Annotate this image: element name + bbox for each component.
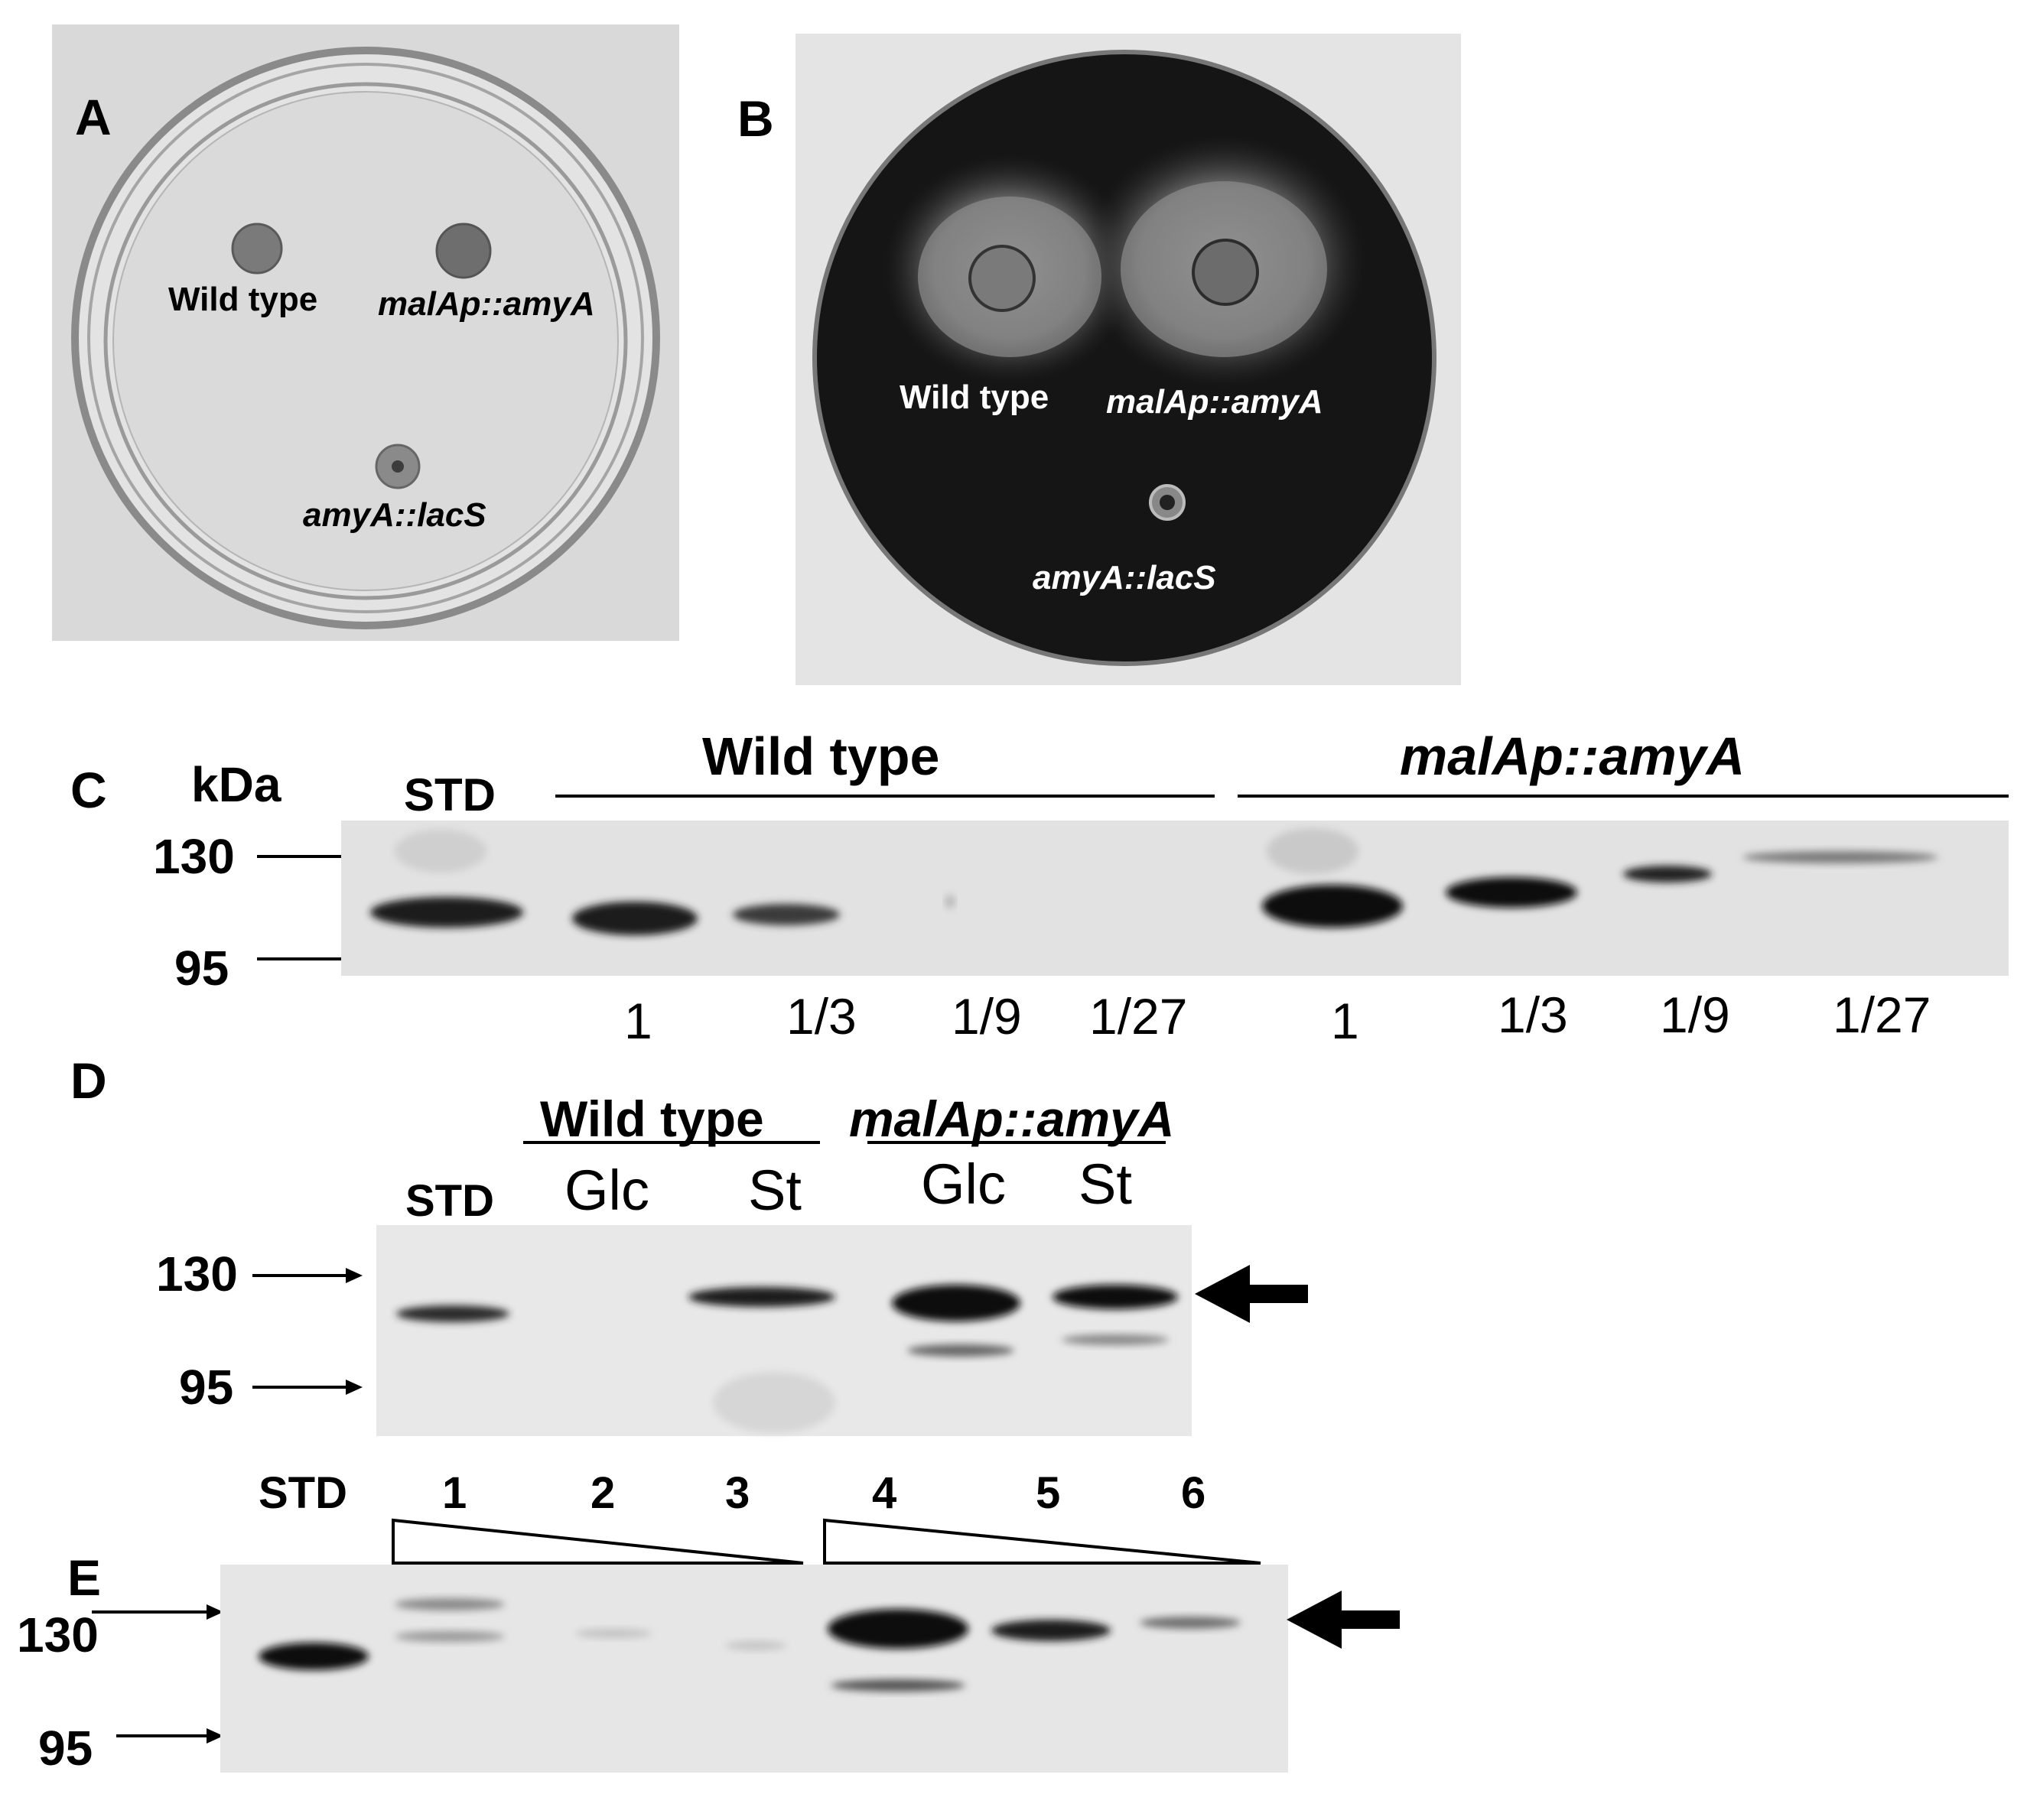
band-lane-4-e <box>828 1609 968 1649</box>
panel-letter-b: B <box>737 90 774 147</box>
lane-5-e: 5 <box>1036 1468 1061 1518</box>
lane-6-e: 6 <box>1181 1468 1206 1518</box>
std-label-d: STD <box>405 1176 494 1226</box>
dilution-wt-1-27: 1/27 <box>1089 988 1188 1045</box>
marker-95-d: 95 <box>179 1360 234 1415</box>
band-wt-1 <box>572 902 698 935</box>
blot-c <box>341 821 2009 976</box>
marker-arrows-d <box>252 1268 363 1395</box>
colony-malap-a <box>435 223 492 279</box>
band-lane-5-e <box>991 1620 1111 1641</box>
band-std-d <box>396 1305 509 1322</box>
dilution-wt-1-9: 1/9 <box>952 988 1022 1045</box>
panel-a: A Wild type malAp::amyA amyA::lacS <box>52 24 679 641</box>
std-label-e: STD <box>259 1468 347 1518</box>
group-wild-type-c: Wild type <box>702 726 940 786</box>
band-mal-1-27 <box>1742 851 1938 863</box>
condition-wt-st: St <box>748 1159 802 1222</box>
condition-mal-st: St <box>1079 1152 1132 1216</box>
group-lines-c <box>555 795 2009 798</box>
band-mal-st-d <box>1053 1285 1178 1309</box>
colony-malap-b <box>1192 239 1259 306</box>
band-lane-3-e <box>725 1641 786 1650</box>
lane-3-e: 3 <box>725 1468 750 1518</box>
lane-4-e: 4 <box>872 1468 897 1518</box>
panel-letter-d: D <box>70 1052 107 1109</box>
condition-wt-glc: Glc <box>565 1159 649 1222</box>
group-wild-type-d: Wild type <box>540 1090 764 1147</box>
band-wt-1-3 <box>733 904 840 925</box>
band-arrow-e <box>1287 1591 1400 1649</box>
unit-kda-c: kDa <box>191 757 281 812</box>
std-label-c: STD <box>404 769 496 821</box>
panel-letter-e: E <box>67 1549 102 1606</box>
condition-mal-glc: Glc <box>921 1152 1006 1216</box>
dilution-wt-1-3: 1/3 <box>786 988 857 1045</box>
petri-dish-b <box>812 50 1436 666</box>
blot-d <box>376 1225 1192 1436</box>
label-wild-type-a: Wild type <box>168 281 318 318</box>
marker-95-e: 95 <box>38 1721 93 1776</box>
marker-95-c: 95 <box>174 941 229 996</box>
blot-e <box>220 1565 1288 1773</box>
colony-wild-type-a <box>231 223 283 275</box>
marker-ticks-c <box>257 855 369 960</box>
dilution-mal-1-27: 1/27 <box>1833 986 1931 1043</box>
dilution-mal-1: 1 <box>1331 993 1359 1049</box>
marker-arrows-e <box>92 1604 223 1744</box>
label-amya-lacs-b: amyA::lacS <box>1033 559 1216 596</box>
gradient-wedges-e <box>392 1518 1261 1565</box>
marker-130-d: 130 <box>156 1246 238 1302</box>
band-lane-2-e <box>575 1629 652 1638</box>
marker-130-c: 130 <box>153 829 235 884</box>
label-wild-type-b: Wild type <box>900 379 1049 416</box>
panel-letter-c: C <box>70 762 107 818</box>
dilution-mal-1-3: 1/3 <box>1498 986 1568 1043</box>
band-mal-1-9 <box>1623 866 1712 882</box>
panel-letter-a: A <box>75 89 112 145</box>
band-arrow-d <box>1195 1265 1308 1323</box>
band-wt-st-d <box>688 1287 835 1307</box>
band-wt-1-9 <box>945 895 955 908</box>
band-std-e <box>259 1643 369 1670</box>
group-lines-d <box>523 1141 1166 1144</box>
marker-130-e: 130 <box>17 1607 99 1662</box>
label-malap-amya-b: malAp::amyA <box>1106 383 1323 421</box>
band-mal-1-3 <box>1446 877 1577 908</box>
band-lane-6-e <box>1140 1617 1241 1629</box>
group-malap-amya-c: malAp::amyA <box>1400 726 1746 786</box>
label-malap-amya-a: malAp::amyA <box>378 285 595 323</box>
petri-dish-a <box>71 47 660 629</box>
dilution-wt-1: 1 <box>624 993 652 1049</box>
colony-wild-type-b <box>968 245 1036 312</box>
label-amya-lacs-a: amyA::lacS <box>303 496 486 534</box>
lane-1-e: 1 <box>442 1468 467 1518</box>
band-mal-glc-d <box>892 1285 1020 1321</box>
band-mal-1 <box>1262 885 1403 928</box>
band-std-c <box>370 897 523 928</box>
lane-2-e: 2 <box>591 1468 616 1518</box>
panel-b: B Wild type malAp::amyA amyA::lacS <box>737 34 1461 685</box>
group-malap-amya-d: malAp::amyA <box>849 1090 1175 1147</box>
band-lane-1-e <box>395 1598 505 1610</box>
dilution-mal-1-9: 1/9 <box>1660 986 1730 1043</box>
